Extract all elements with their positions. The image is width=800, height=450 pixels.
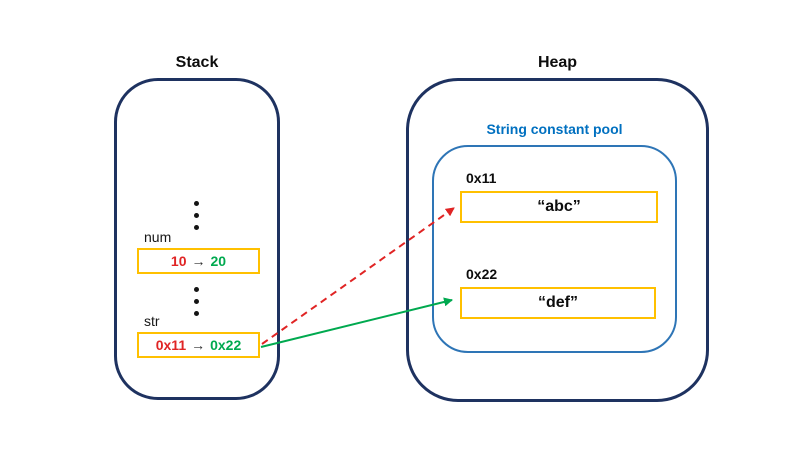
dot — [194, 299, 199, 304]
address-label-0x22: 0x22 — [466, 266, 498, 282]
dot — [194, 311, 199, 316]
reassign-arrow-icon: → — [191, 337, 206, 353]
reassign-arrow-icon: → — [191, 253, 206, 269]
address-label-0x11: 0x11 — [466, 170, 497, 186]
num-value-box: 10 → 20 — [137, 248, 260, 274]
str-value-box: 0x11 → 0x22 — [137, 332, 260, 358]
num-new-value: 20 — [210, 253, 227, 269]
string-literal-box-def: “def” — [460, 287, 656, 319]
dot — [194, 213, 199, 218]
dot — [194, 201, 199, 206]
string-literal-box-abc: “abc” — [460, 191, 658, 223]
string-constant-pool-title: String constant pool — [486, 121, 623, 137]
str-old-value: 0x11 — [155, 337, 187, 353]
ellipsis-dots — [194, 201, 199, 230]
str-variable-label: str — [144, 313, 160, 329]
stack-title: Stack — [175, 54, 219, 71]
dot — [194, 225, 199, 230]
str-new-value: 0x22 — [210, 337, 242, 353]
heap-title: Heap — [537, 54, 578, 71]
dot — [194, 287, 199, 292]
ellipsis-dots — [194, 287, 199, 316]
string-literal-abc: “abc” — [537, 198, 581, 215]
num-variable-label: num — [144, 229, 172, 245]
string-literal-def: “def” — [538, 294, 578, 311]
num-old-value: 10 — [170, 253, 187, 269]
